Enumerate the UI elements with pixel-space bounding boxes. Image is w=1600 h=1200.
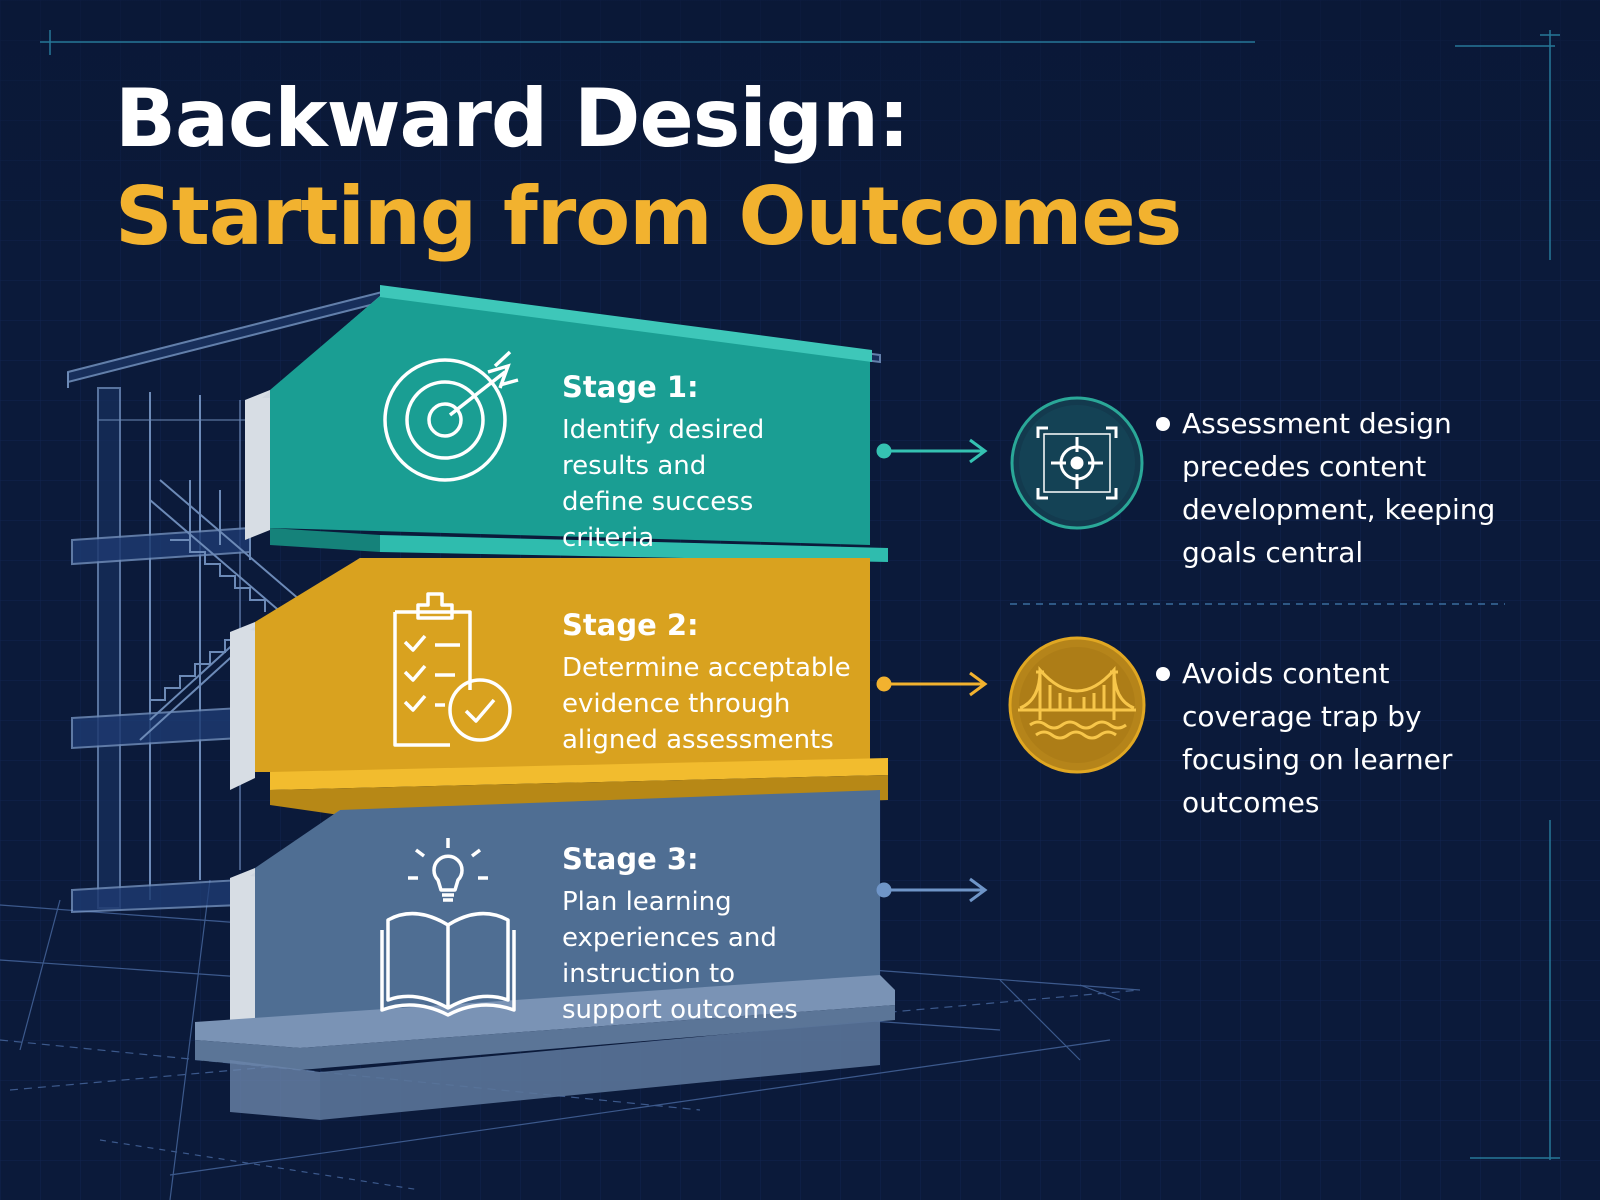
stage-3-heading: Stage 3: <box>562 842 699 876</box>
book-lightbulb-icon <box>380 838 516 1017</box>
stage-1-heading: Stage 1: <box>562 370 699 404</box>
stage-2-heading: Stage 2: <box>562 608 699 642</box>
arrow-stage-1 <box>876 438 988 464</box>
bullet-dot <box>1156 667 1170 681</box>
arrow-stage-2 <box>876 671 988 697</box>
stage-2-text: Stage 2: Determine acceptable evidence t… <box>562 608 862 758</box>
bullet-dot <box>1156 417 1170 431</box>
title-line-1: Backward Design: <box>115 72 910 165</box>
stage-2-description: Determine acceptable evidence through al… <box>562 653 851 755</box>
crosshair-frame-icon <box>1010 396 1144 530</box>
frame-lines <box>40 30 1560 1160</box>
callout-1: Assessment design precedes content devel… <box>1156 402 1522 574</box>
callout-1-text: Assessment design precedes content devel… <box>1182 407 1496 569</box>
callout-2-text: Avoids content coverage trap by focusing… <box>1182 657 1453 819</box>
callout-2: Avoids content coverage trap by focusing… <box>1156 652 1522 824</box>
stage-3-description: Plan learning experiences and instructio… <box>562 887 798 1025</box>
stage-3-block <box>195 790 895 1120</box>
stage-1-block <box>245 285 888 562</box>
stage-1-description: Identify desired results and define succ… <box>562 415 765 553</box>
arrow-stage-3 <box>876 877 988 903</box>
stage-3-text: Stage 3: Plan learning experiences and i… <box>562 842 862 1028</box>
stage-1-text: Stage 1: Identify desired results and de… <box>562 370 862 556</box>
bridge-icon <box>1008 636 1146 774</box>
target-icon <box>383 350 519 482</box>
title-line-2: Starting from Outcomes <box>115 170 1182 263</box>
clipboard-check-icon <box>393 592 512 747</box>
